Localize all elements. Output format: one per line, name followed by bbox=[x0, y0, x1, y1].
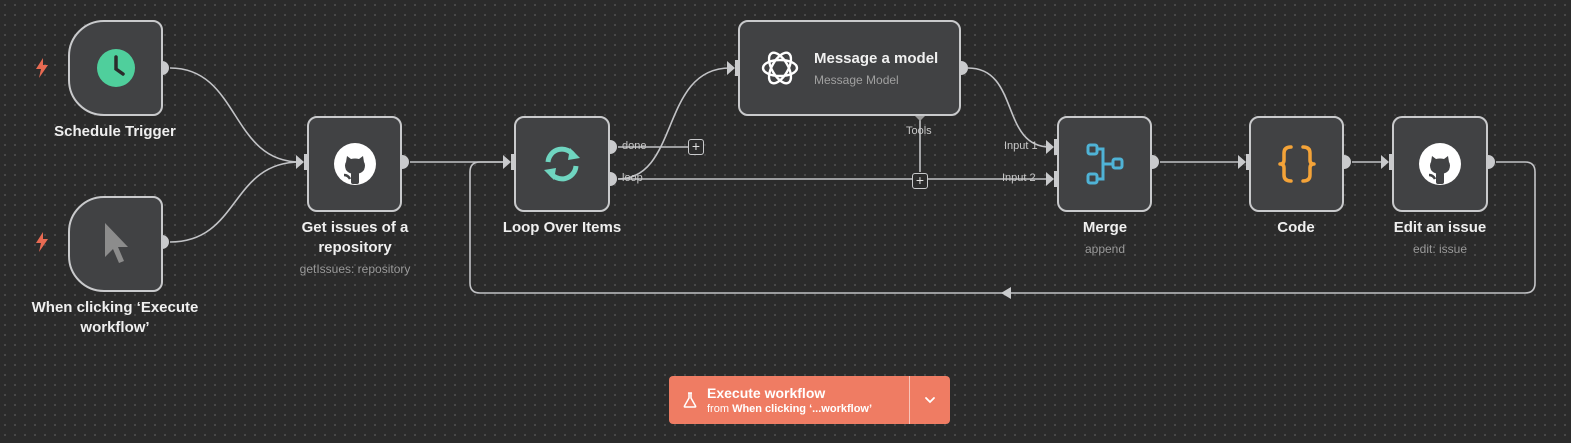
node-get-issues[interactable] bbox=[307, 116, 402, 212]
merge-input2-arrow bbox=[1046, 172, 1054, 186]
schedule-trigger-label: Schedule Trigger bbox=[54, 123, 176, 140]
github-icon bbox=[1419, 143, 1461, 185]
node-schedule-trigger[interactable] bbox=[68, 20, 163, 116]
edge-schedule-to-get-issues bbox=[169, 67, 301, 163]
edit-input-handle bbox=[1389, 154, 1394, 170]
merge-label: Merge bbox=[1082, 219, 1128, 236]
loop-label: Loop Over Items bbox=[502, 219, 622, 236]
tools-label: Tools bbox=[906, 125, 932, 137]
node-merge[interactable] bbox=[1057, 116, 1152, 212]
loopback-arrow bbox=[1001, 287, 1011, 299]
clock-icon bbox=[96, 49, 135, 87]
execute-workflow-button[interactable]: Execute workflow from When clicking ‘...… bbox=[669, 376, 910, 424]
node-manual-trigger[interactable] bbox=[68, 196, 163, 292]
merge-icon bbox=[1086, 143, 1123, 185]
github-icon bbox=[333, 143, 376, 185]
merge-input1-handle bbox=[1054, 139, 1059, 155]
trigger-bolt-icon bbox=[36, 58, 48, 78]
execute-workflow-source: from When clicking ‘...workflow’ bbox=[707, 402, 872, 416]
add-node-after-done-button[interactable]: + bbox=[688, 139, 704, 155]
openai-icon bbox=[761, 51, 799, 85]
loop-done-label: done bbox=[622, 140, 647, 152]
execute-workflow-bar: Execute workflow from When clicking ‘...… bbox=[669, 376, 950, 424]
node-message-model[interactable]: Message a model Message Model bbox=[738, 20, 961, 116]
merge-input1-label: Input 1 bbox=[1004, 140, 1038, 152]
merge-subtitle: append bbox=[1084, 242, 1126, 256]
get-issues-input-handle bbox=[304, 154, 309, 170]
code-braces-icon bbox=[1277, 145, 1316, 183]
trigger-bolt-icon bbox=[36, 232, 48, 252]
add-tool-button[interactable]: + bbox=[912, 173, 928, 189]
node-code[interactable] bbox=[1249, 116, 1344, 212]
get-issues-subtitle: getIssues: repository bbox=[299, 262, 411, 276]
code-input-handle bbox=[1246, 154, 1251, 170]
execute-workflow-title: Execute workflow bbox=[707, 385, 826, 401]
loop-arrows-icon bbox=[544, 146, 580, 182]
message-model-label: Message a model bbox=[814, 50, 939, 67]
loop-arrow bbox=[503, 155, 511, 169]
edit-arrow bbox=[1381, 155, 1389, 169]
node-edit-issue[interactable] bbox=[1392, 116, 1488, 212]
get-issues-arrow bbox=[296, 155, 304, 169]
code-arrow bbox=[1238, 155, 1246, 169]
node-loop-over-items[interactable] bbox=[514, 116, 610, 212]
execute-from-prefix: from bbox=[707, 403, 729, 415]
message-arrow bbox=[727, 61, 735, 75]
flask-icon bbox=[683, 392, 697, 408]
code-label: Code bbox=[1277, 219, 1315, 236]
loop-loop-label: loop bbox=[622, 172, 643, 184]
execute-from-node: When clicking ‘...workflow’ bbox=[732, 403, 873, 415]
edge-loop-to-message bbox=[617, 67, 731, 180]
manual-trigger-label: When clicking ‘Execute workflow’ bbox=[31, 299, 199, 336]
edge-message-to-merge bbox=[967, 67, 1051, 148]
message-input-handle bbox=[735, 60, 740, 76]
get-issues-label: Get issues of a repository bbox=[301, 219, 409, 256]
merge-input1-arrow bbox=[1046, 140, 1054, 154]
edit-issue-subtitle: edit: issue bbox=[1412, 242, 1468, 256]
loop-input-handle bbox=[511, 154, 516, 170]
cursor-icon bbox=[104, 223, 128, 263]
merge-input2-handle bbox=[1054, 171, 1059, 187]
execute-options-dropdown[interactable] bbox=[910, 376, 950, 424]
edge-manual-to-get-issues bbox=[169, 161, 301, 243]
chevron-down-icon bbox=[925, 397, 935, 404]
message-model-subtitle: Message Model bbox=[814, 73, 899, 87]
edit-issue-label: Edit an issue bbox=[1393, 219, 1487, 236]
merge-input2-label: Input 2 bbox=[1002, 172, 1036, 184]
